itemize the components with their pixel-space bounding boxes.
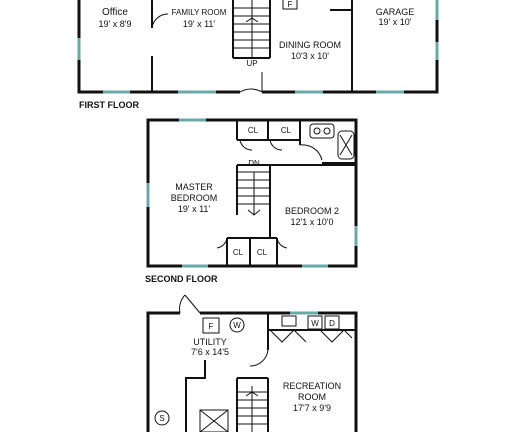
closet-door-swing <box>239 139 253 151</box>
chimney-icon <box>199 409 229 432</box>
garage-name: GARAGE <box>376 7 415 17</box>
basement-door-swing <box>179 294 186 314</box>
front-door-swing <box>239 88 263 93</box>
recreation-room-name-line2: ROOM <box>298 392 326 402</box>
stair-down-label: DN <box>248 159 260 168</box>
second-floor-title: SECOND FLOOR <box>145 274 218 284</box>
family-room-name: FAMILY ROOM <box>172 8 227 17</box>
basement-exterior-wall <box>200 311 358 432</box>
stair-up-label: UP <box>246 59 257 68</box>
dryer-icon <box>324 315 340 330</box>
recreation-room-name-line1: RECREATION <box>283 381 341 391</box>
sump-pump-icon <box>154 410 170 426</box>
closet-label: CL <box>281 126 292 135</box>
utility-door-swing <box>249 349 269 367</box>
master-bedroom-dims: 19' x 11' <box>178 204 211 214</box>
utility-dims: 7'6 x 14'5 <box>191 347 229 357</box>
second-floor-plan: CL CL CL CL DN MASTER BEDROOM 19' x 11' … <box>145 118 358 284</box>
first-floor-stairs <box>233 0 270 58</box>
first-floor-title: FIRST FLOOR <box>79 100 139 110</box>
closet-label: CL <box>248 126 259 135</box>
closet-label: CL <box>257 248 268 257</box>
sink-icon <box>281 315 297 327</box>
furnace-icon <box>202 317 220 334</box>
tub-icon <box>337 130 355 160</box>
family-room-dims: 19' x 11' <box>183 19 216 29</box>
first-floor-plan: F Office 19' x 8'9 FAMILY ROOM 19' x 11'… <box>77 0 439 110</box>
sink-icon <box>309 123 335 139</box>
washer-icon <box>307 315 323 330</box>
basement-stairs <box>237 386 268 432</box>
master-bedroom-name-line2: BEDROOM <box>171 193 218 203</box>
closet-door-swing <box>269 139 283 151</box>
office-door-swing <box>151 13 169 29</box>
basement-plan: F W W D S UTILITY 7'6 x 14'5 RECREATION … <box>146 294 358 432</box>
recreation-room-dims: 17'7 x 9'9 <box>293 403 331 413</box>
second-floor-stairs <box>237 171 270 216</box>
bifold-door <box>319 329 353 343</box>
bedroom2-dims: 12'1 x 10'0 <box>291 217 334 227</box>
stair-wall <box>185 360 206 432</box>
closet-door-swing <box>216 237 228 249</box>
furnace-label: F <box>209 322 214 331</box>
fixture-f-label: F <box>288 0 293 9</box>
dining-room-dims: 10'3 x 10' <box>291 51 329 61</box>
office-name: Office <box>102 7 128 18</box>
water-heater-icon <box>229 317 245 333</box>
sump-pump-label: S <box>159 414 164 423</box>
dining-room-name: DINING ROOM <box>279 40 341 50</box>
utility-name: UTILITY <box>193 337 227 347</box>
water-heater-label: W <box>233 321 241 330</box>
closet-label: CL <box>233 248 244 257</box>
bath-door-swing <box>299 144 323 161</box>
basement-exterior-wall <box>146 311 180 432</box>
fixture-box <box>282 0 298 10</box>
garage-dims: 19' x 10' <box>379 17 412 27</box>
bifold-door <box>269 329 307 343</box>
dryer-label: D <box>329 319 335 328</box>
washer-label: W <box>311 319 319 328</box>
bedroom2-name: BEDROOM 2 <box>285 206 339 216</box>
basement-door <box>184 294 201 314</box>
closet-door-swing <box>276 237 288 249</box>
master-bedroom-name-line1: MASTER <box>175 182 213 192</box>
office-dims: 19' x 8'9 <box>99 19 132 29</box>
